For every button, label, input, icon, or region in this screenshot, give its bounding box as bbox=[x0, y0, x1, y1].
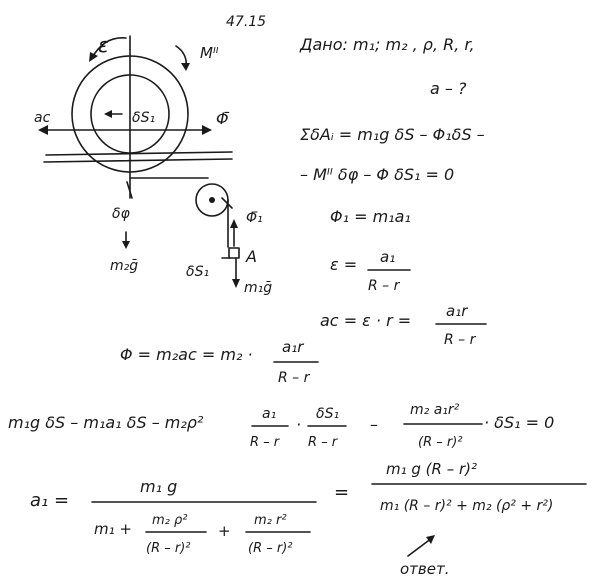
mechanism-diagram: ε Mᴵᴵ aᴄ δS₁ Φ̄ δφ m₂ḡ Φ̄₁ A δS₁ m₁ḡ bbox=[34, 33, 272, 296]
m1g-arrowhead bbox=[232, 279, 240, 288]
balance-frac2-den: R – r bbox=[308, 435, 339, 450]
problem-number: 47.15 bbox=[226, 14, 266, 30]
moment-arrowhead bbox=[181, 63, 190, 71]
weight-a bbox=[228, 247, 240, 259]
ac-equation-lhs: aᴄ = ε · r = bbox=[320, 311, 411, 330]
m1g-label: m₁ḡ bbox=[244, 280, 272, 296]
delta-s1-top-label: δS₁ bbox=[132, 110, 155, 126]
balance-frac2-num: δS₁ bbox=[316, 406, 339, 422]
answer-numerator-2: m₁ g (R – r)² bbox=[386, 460, 477, 478]
phi-numerator: a₁r bbox=[282, 338, 304, 356]
balance-minus: – bbox=[370, 415, 378, 434]
answer-den1-b-num: m₂ ρ² bbox=[152, 513, 187, 528]
balance-tail: · δS₁ = 0 bbox=[484, 413, 554, 432]
phi1-bar-label: Φ̄₁ bbox=[246, 210, 263, 226]
balance-frac3-den: (R – r)² bbox=[418, 435, 463, 450]
balance-frac1-num: a₁ bbox=[262, 406, 276, 422]
delta-s1-arrowhead bbox=[104, 110, 112, 118]
phi-equation: Φ = m₂aᴄ = m₂ · bbox=[120, 345, 253, 364]
delta-phi-tick bbox=[126, 181, 133, 199]
answer-den1-part-a: m₁ + bbox=[94, 520, 132, 538]
answer-den1-c-den: (R – r)² bbox=[248, 541, 293, 556]
right-column-work: Дано: m₁; m₂ , ρ, R, r, a – ? ΣδAᵢ = m₁g… bbox=[299, 35, 487, 348]
phi-bar-label: Φ̄ bbox=[216, 109, 230, 128]
answer-den1-b-den: (R – r)² bbox=[146, 541, 191, 556]
answer-pointer-arrow bbox=[407, 537, 433, 557]
balance-equation-start: m₁g δS – m₁a₁ δS – m₂ρ² bbox=[8, 413, 204, 432]
answer-equals: = bbox=[334, 482, 349, 503]
answer-word: ответ. bbox=[400, 560, 450, 578]
epsilon-equation-lhs: ε = bbox=[330, 255, 357, 274]
delta-phi-label: δφ bbox=[112, 206, 131, 222]
given-line: Дано: m₁; m₂ , ρ, R, r, bbox=[299, 35, 475, 54]
ac-label: aᴄ bbox=[34, 110, 51, 126]
lower-work: Φ = m₂aᴄ = m₂ · a₁r R – r m₁g δS – m₁a₁ … bbox=[8, 338, 587, 578]
balance-frac1-den: R – r bbox=[250, 435, 281, 450]
balance-frac3-num: m₂ a₁r² bbox=[410, 402, 460, 418]
rail-line-top bbox=[45, 151, 233, 156]
answer-lhs: a₁ = bbox=[30, 490, 69, 511]
phi-arrowhead bbox=[202, 125, 212, 135]
answer-numerator-1: m₁ g bbox=[140, 477, 177, 496]
answer-den1-plus: + bbox=[218, 522, 231, 540]
ac-numerator: a₁r bbox=[446, 302, 468, 320]
answer-den1-c-num: m₂ r² bbox=[254, 513, 287, 528]
m2g-label: m₂ḡ bbox=[110, 258, 138, 274]
epsilon-arrowhead bbox=[89, 52, 98, 62]
phi1-arrowhead bbox=[230, 219, 238, 228]
m2g-arrowhead bbox=[122, 241, 130, 249]
phi1-equation: Φ₁ = m₁a₁ bbox=[330, 207, 411, 226]
pulley-spoke bbox=[221, 197, 233, 209]
epsilon-numerator: a₁ bbox=[380, 248, 395, 266]
point-a-label: A bbox=[245, 247, 257, 266]
find-line: a – ? bbox=[430, 79, 467, 98]
balance-dot: · bbox=[296, 415, 301, 434]
delta-s1-low-label: δS₁ bbox=[186, 264, 209, 280]
virtual-work-line-2: – Mᴵᴵ δφ – Φ δS₁ = 0 bbox=[300, 165, 454, 184]
ac-denominator: R – r bbox=[444, 332, 477, 348]
answer-pointer-arrowhead bbox=[426, 535, 435, 544]
rail-line-bottom bbox=[43, 158, 233, 163]
virtual-work-line-1: ΣδAᵢ = m₁g δS – Φ₁δS – bbox=[300, 125, 485, 144]
epsilon-label: ε bbox=[98, 33, 109, 57]
answer-denominator-2: m₁ (R – r)² + m₂ (ρ² + r²) bbox=[380, 498, 553, 514]
pulley-axle bbox=[209, 197, 215, 203]
ac-arrowhead bbox=[38, 125, 48, 135]
phi-denominator: R – r bbox=[278, 370, 311, 386]
moment-label: Mᴵᴵ bbox=[200, 44, 219, 62]
epsilon-denominator: R – r bbox=[368, 278, 401, 294]
